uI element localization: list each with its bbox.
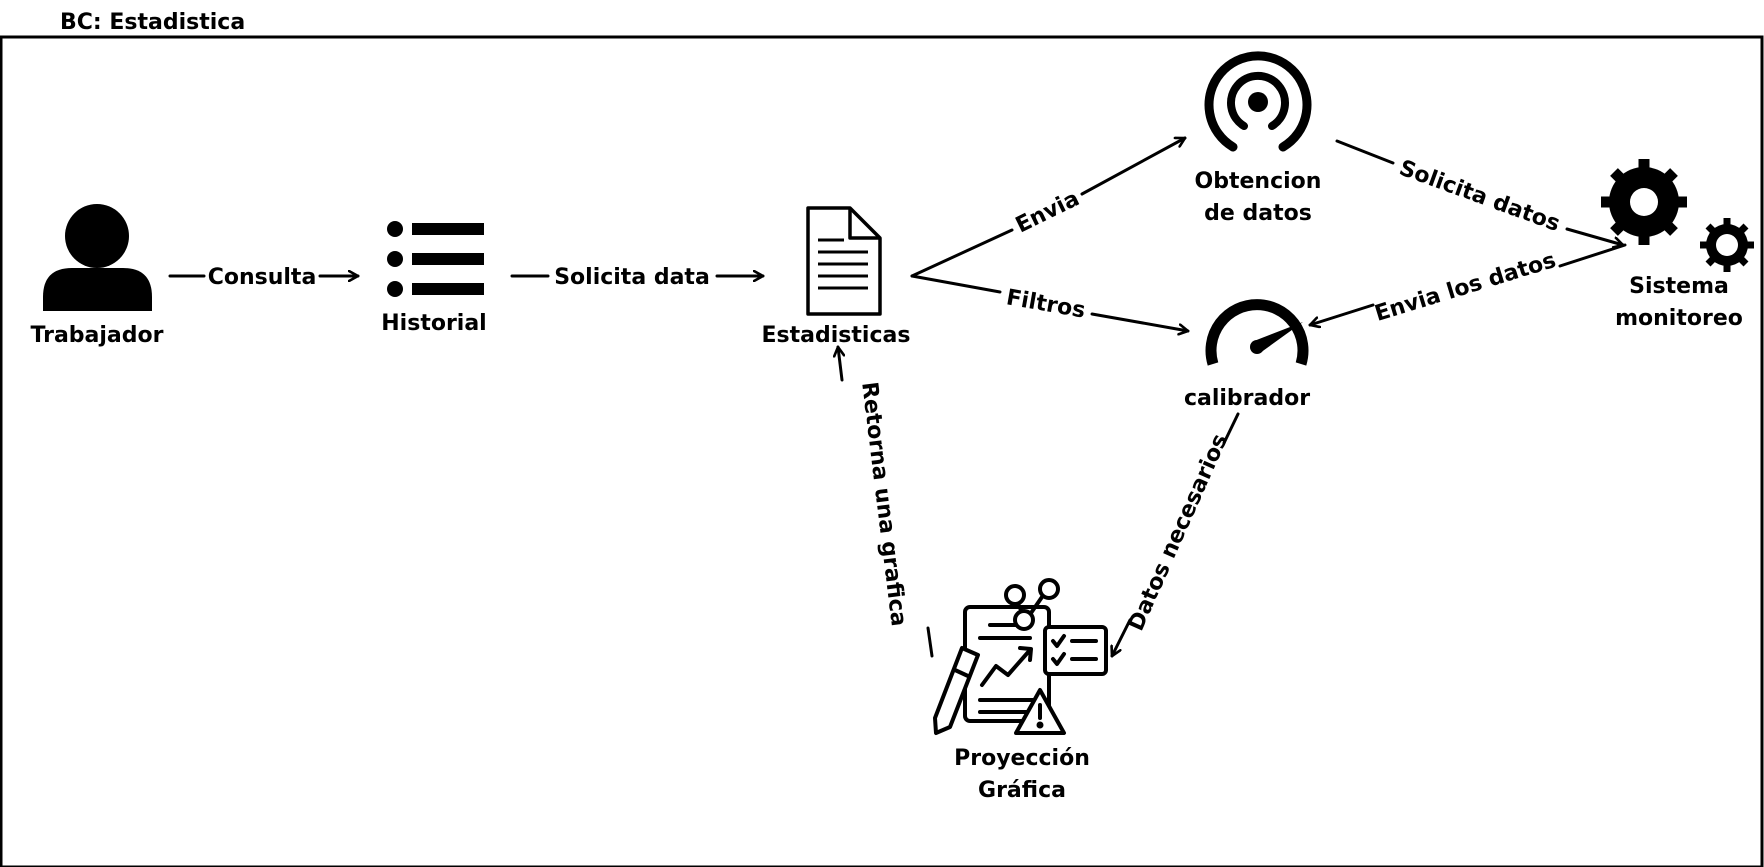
edge-solicita-datos-arrow[interactable] bbox=[1565, 227, 1625, 245]
node-trabajador[interactable]: Trabajador bbox=[31, 204, 164, 348]
node-historial[interactable]: Historial bbox=[381, 221, 487, 336]
edge-label-retorna-grafica: Retorna una grafica bbox=[856, 381, 911, 628]
edge-envia-tail bbox=[910, 228, 1014, 278]
context-boundary bbox=[0, 35, 1764, 867]
node-label-trabajador: Trabajador bbox=[31, 323, 164, 348]
edge-filtros-arrow[interactable] bbox=[1090, 312, 1190, 331]
node-label-historial: Historial bbox=[381, 311, 486, 336]
gears-icon bbox=[1601, 159, 1754, 272]
edge-label-envia: Envia bbox=[1012, 186, 1084, 238]
node-calibrador[interactable]: calibrador bbox=[1184, 299, 1310, 411]
edge-retorna-grafica-tail bbox=[926, 626, 934, 658]
node-label-proyeccion-line1: Proyección bbox=[954, 746, 1090, 771]
node-label-calibrador: calibrador bbox=[1184, 386, 1310, 411]
node-label-obtencion-line2: de datos bbox=[1204, 201, 1312, 226]
node-obtencion-datos[interactable]: Obtencion de datos bbox=[1195, 51, 1322, 226]
gauge-icon bbox=[1205, 299, 1309, 366]
edge-label-solicita-datos: Solicita datos bbox=[1396, 156, 1563, 237]
node-label-sistema-line2: monitoreo bbox=[1615, 306, 1743, 331]
node-label-estadisticas: Estadisticas bbox=[762, 323, 911, 348]
signal-icon bbox=[1204, 51, 1312, 152]
node-estadisticas[interactable]: Estadisticas bbox=[762, 206, 911, 348]
edge-envia-arrow[interactable] bbox=[1080, 136, 1187, 196]
edge-envia-los-datos-tail bbox=[1558, 243, 1627, 268]
node-label-sistema-line1: Sistema bbox=[1629, 274, 1729, 299]
edge-label-solicita-data: Solicita data bbox=[554, 265, 710, 290]
edge-label-envia-los-datos: Envia los datos bbox=[1372, 248, 1559, 327]
edge-label-filtros: Filtros bbox=[1004, 285, 1087, 323]
edge-retorna-grafica-arrow[interactable] bbox=[838, 345, 842, 382]
edge-label-consulta: Consulta bbox=[208, 265, 317, 290]
user-icon bbox=[43, 204, 152, 311]
edge-datos-necesarios-arrow[interactable] bbox=[1112, 618, 1132, 658]
context-title: BC: Estadistica bbox=[60, 10, 245, 35]
edge-label-datos-necesarios: Datos necesarios bbox=[1124, 430, 1233, 634]
edge-solicita-datos-tail bbox=[1335, 139, 1395, 165]
edge-envia-los-datos-arrow[interactable] bbox=[1308, 303, 1375, 325]
node-sistema-monitoreo[interactable]: Sistema monitoreo bbox=[1601, 159, 1754, 331]
document-icon bbox=[806, 206, 882, 316]
node-label-proyeccion-line2: Gráfica bbox=[978, 778, 1066, 803]
list-icon bbox=[387, 221, 484, 297]
edge-datos-necesarios-tail bbox=[1222, 412, 1240, 445]
node-label-obtencion-line1: Obtencion bbox=[1195, 169, 1322, 194]
report-chart-icon bbox=[933, 578, 1108, 735]
node-proyeccion-grafica[interactable]: Proyección Gráfica bbox=[933, 578, 1108, 803]
edge-filtros-tail bbox=[910, 274, 1002, 294]
